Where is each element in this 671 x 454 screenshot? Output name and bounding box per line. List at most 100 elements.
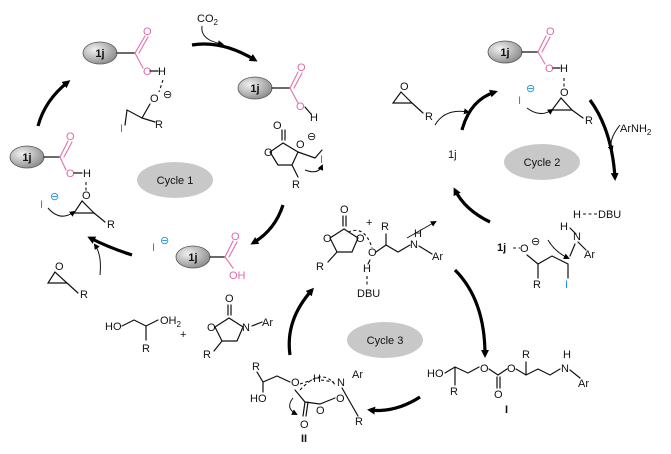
svg-text:⊖: ⊖ (307, 131, 316, 143)
svg-text:R: R (450, 386, 458, 398)
epoxide-in-arrow-c2 (434, 108, 470, 126)
svg-text:+: + (366, 217, 372, 229)
c2-catalyst-label: 1j (448, 149, 457, 161)
svg-text:O: O (143, 26, 152, 38)
cycle-1-label: Cycle 1 (157, 175, 194, 187)
svg-text:O: O (273, 120, 282, 132)
svg-text:O: O (82, 190, 91, 202)
svg-text:O: O (297, 62, 306, 74)
svg-text:O: O (340, 204, 349, 216)
svg-text:O: O (231, 231, 240, 243)
intermediate-I-label: I (505, 404, 508, 416)
svg-text:H: H (560, 221, 568, 233)
svg-text:N: N (561, 363, 569, 375)
svg-text:I: I (120, 123, 123, 135)
svg-text:R: R (80, 289, 88, 301)
c1-top-right-species: 1j O O H O O O ⊖ R I (237, 62, 324, 191)
c2-top-species: 1j O O H O R I ⊖ (487, 26, 593, 127)
svg-text:N: N (573, 231, 581, 243)
svg-text:O: O (66, 131, 75, 143)
svg-text:⊖: ⊖ (50, 191, 59, 203)
svg-text:H: H (560, 63, 568, 75)
svg-text:R: R (142, 343, 150, 355)
svg-text:O: O (291, 377, 300, 389)
svg-text:O: O (368, 247, 377, 259)
cycle3-arrow-right (453, 268, 489, 358)
svg-text:H: H (310, 112, 318, 124)
svg-text:H: H (573, 209, 581, 221)
svg-text:I: I (518, 95, 521, 107)
oh2-label: OH2 (160, 315, 182, 329)
svg-text:H: H (414, 228, 422, 240)
co2-arrow (201, 25, 224, 47)
svg-text:I: I (40, 199, 43, 211)
svg-text:1j: 1j (500, 47, 509, 59)
svg-text:+: + (180, 329, 186, 341)
c2-bottom-species: H DBU H N Ar 1j O ⊖ I R (497, 209, 621, 291)
svg-text:H: H (363, 263, 371, 275)
svg-text:R: R (252, 361, 260, 373)
svg-text:⊖: ⊖ (531, 236, 540, 248)
cycle1-arrow-bottom (87, 236, 133, 257)
svg-text:R: R (533, 279, 541, 291)
svg-text:DBU: DBU (357, 288, 380, 300)
svg-text:O: O (55, 261, 64, 273)
cycle-2-oval: Cycle 2 (504, 144, 580, 180)
intermediate-II-label: II (301, 433, 307, 445)
svg-text:R: R (203, 349, 211, 361)
svg-text:1j: 1j (22, 152, 31, 164)
svg-text:R: R (585, 115, 593, 127)
c2-to-center-arrow (406, 221, 437, 239)
svg-text:H: H (563, 349, 571, 361)
c1-epoxide-input: O R (46, 243, 101, 301)
svg-text:1j: 1j (95, 48, 104, 60)
svg-text:1j: 1j (188, 252, 197, 264)
svg-text:H: H (83, 168, 91, 180)
svg-text:O: O (66, 168, 75, 180)
svg-text:O: O (296, 139, 305, 151)
svg-text:Ar: Ar (352, 369, 363, 381)
cycle1-arrow-left (36, 80, 71, 127)
svg-text:HO: HO (427, 368, 444, 380)
svg-text:O: O (400, 81, 409, 93)
svg-text:1j: 1j (497, 242, 506, 254)
center-species: O O O R + O R N H Ar H DBU (316, 204, 443, 300)
svg-text:R: R (316, 261, 324, 273)
svg-text:R: R (425, 111, 433, 123)
cycle2-arrow-right (588, 99, 619, 181)
arnh2-arrow (607, 124, 621, 152)
cycle2-arrow-bottom (453, 187, 491, 224)
cycle-3-label: Cycle 3 (367, 335, 404, 347)
svg-text:O: O (225, 293, 234, 305)
cycle3-arrow-bottom (367, 395, 421, 415)
svg-text:O: O (546, 26, 555, 38)
cycle3-arrow-left (287, 287, 315, 356)
cycle2-arrow-left (460, 89, 498, 131)
svg-text:1j: 1j (250, 83, 259, 95)
svg-text:O: O (316, 405, 325, 417)
svg-text:R: R (292, 179, 300, 191)
svg-text:H: H (313, 373, 321, 385)
c1-bottom-species: I ⊖ 1j O OH (152, 231, 246, 282)
svg-text:O: O (356, 233, 365, 245)
c1-top-left-species: 1j O O H O ⊖ I R (82, 26, 172, 135)
svg-text:Ar: Ar (262, 317, 273, 329)
cycle-1-oval: Cycle 1 (137, 162, 213, 198)
svg-text:O: O (207, 322, 216, 334)
oxazolidinone-product: O O N Ar R (203, 293, 273, 361)
svg-text:O: O (323, 233, 332, 245)
svg-text:O: O (264, 147, 273, 159)
svg-text:Ar: Ar (432, 251, 443, 263)
cycle1-arrow-top (191, 42, 258, 62)
svg-text:R: R (381, 221, 389, 233)
svg-text:Ar: Ar (578, 378, 589, 390)
svg-text:O: O (150, 93, 159, 105)
svg-text:⊖: ⊖ (163, 89, 172, 101)
svg-text:R: R (355, 416, 363, 428)
intermediate-I: HO R O O O R N H Ar I (427, 349, 589, 416)
svg-text:H: H (158, 66, 166, 78)
svg-text:I: I (152, 242, 155, 254)
svg-text:O: O (143, 66, 152, 78)
svg-text:O: O (336, 393, 345, 405)
